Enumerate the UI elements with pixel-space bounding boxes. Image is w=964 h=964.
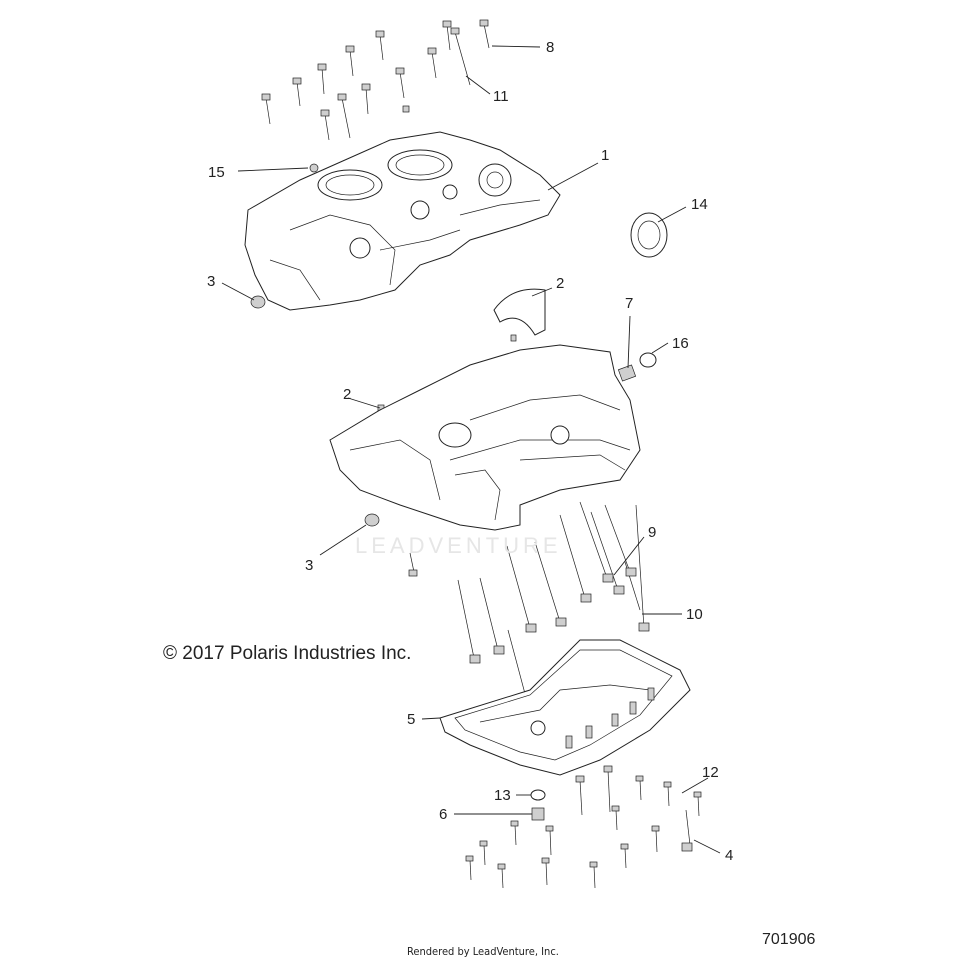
callout-11: 11	[493, 88, 509, 105]
drain-plug-part-6	[531, 807, 545, 821]
callout-1: 1	[601, 147, 609, 164]
upper-crankcase	[244, 131, 561, 311]
callout-15: 15	[208, 164, 225, 181]
callout-7: 7	[625, 295, 633, 312]
plug-part-16	[639, 352, 657, 368]
callout-5: 5	[407, 711, 415, 728]
callout-2-upper: 2	[556, 275, 564, 292]
callout-12: 12	[702, 764, 719, 781]
copyright-text: © 2017 Polaris Industries Inc.	[163, 643, 412, 664]
lower-crankcase	[329, 344, 641, 531]
bearing-cap-part-2	[493, 288, 546, 336]
callout-10: 10	[686, 606, 703, 623]
callout-4: 4	[725, 847, 733, 864]
diagram-number: 701906	[762, 931, 816, 948]
dowel-part-15	[309, 163, 319, 173]
callout-16: 16	[672, 335, 689, 352]
callout-14: 14	[691, 196, 708, 213]
watermark: LEADVENTURE	[355, 533, 562, 558]
callout-9: 9	[648, 524, 656, 541]
seal-part-14	[630, 212, 668, 258]
callout-3-lower: 3	[305, 557, 313, 574]
rendered-by-text: Rendered by LeadVenture, Inc.	[407, 945, 559, 958]
washer-part-13	[530, 789, 546, 801]
plug-part-7	[617, 364, 637, 382]
leader-lines	[221, 45, 721, 854]
callout-3-upper: 3	[207, 273, 215, 290]
oil-pan-bolt-group	[465, 765, 702, 889]
callout-8: 8	[546, 39, 554, 56]
dowel-part-3-lower	[364, 513, 380, 527]
callout-6: 6	[439, 806, 447, 823]
upper-bolt-group	[261, 19, 490, 141]
callout-2-lower: 2	[343, 386, 351, 403]
dowel-part-3-upper	[250, 295, 266, 309]
callout-13: 13	[494, 787, 511, 804]
oil-pan	[439, 639, 691, 776]
